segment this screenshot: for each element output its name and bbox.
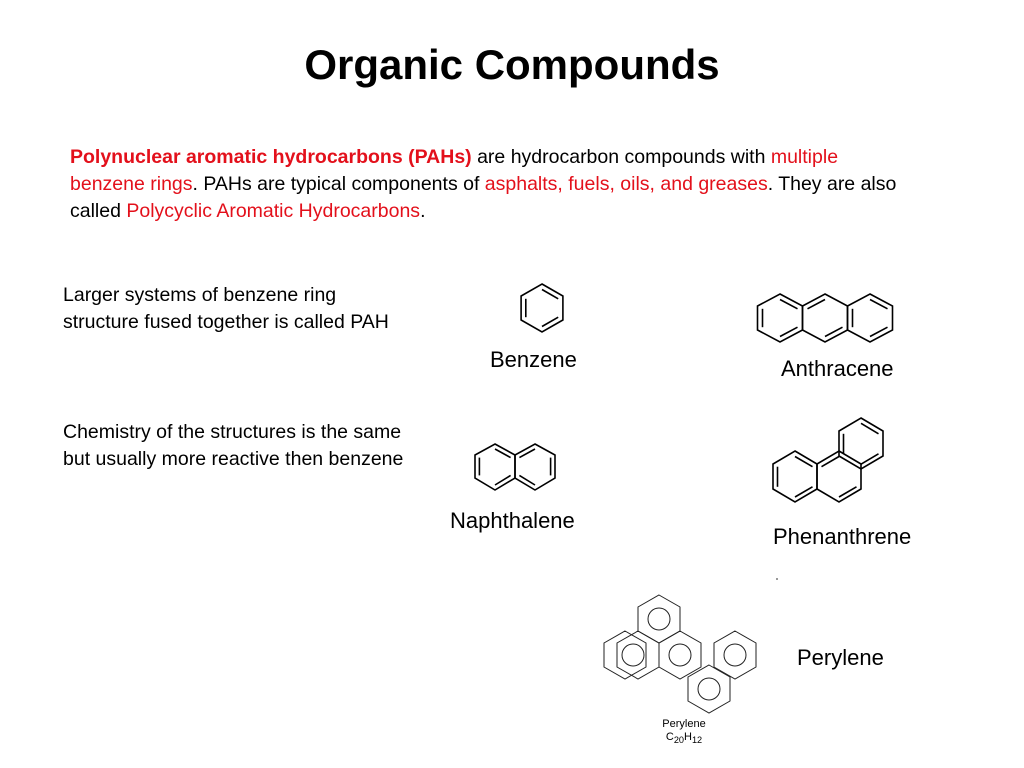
intro-text-1: are hydrocarbon compounds with (471, 146, 771, 168)
intro-text-2: . PAHs are typical components of (192, 173, 485, 195)
polycyclic-term: Polycyclic Aromatic Hydrocarbons (126, 200, 421, 222)
page-title: Organic Compounds (304, 41, 720, 88)
formula-hydrogen-count: 12 (691, 735, 703, 746)
anthracene-label: Anthracene (781, 356, 894, 381)
intro-text-4: . (420, 200, 426, 222)
phenanthrene-label: Phenanthrene (773, 524, 912, 549)
perylene-caption: Perylene C20H12 (644, 718, 724, 747)
pah-term: Polynuclear aromatic hydrocarbons (PAHs) (70, 146, 472, 168)
intro-text-3: . They are also called (70, 173, 897, 222)
intro-paragraph: Polynuclear aromatic hydrocarbons (PAHs)… (70, 144, 910, 225)
benzene-structure (520, 283, 564, 333)
naphthalene-label: Naphthalene (450, 508, 575, 533)
stray-mark (776, 578, 778, 580)
components-term: asphalts, fuels, oils, and greases (484, 173, 768, 195)
formula-carbon: C (665, 731, 674, 743)
note-chemistry: Chemistry of the structures is the same … (63, 421, 404, 470)
multiple-rings-term: multiple benzene rings (70, 146, 839, 195)
benzene-label: Benzene (490, 347, 577, 372)
perylene-formula: C20H12 (644, 731, 724, 747)
perylene-structure (603, 594, 757, 714)
perylene-caption-name: Perylene (662, 718, 706, 730)
perylene-label: Perylene (797, 645, 884, 670)
formula-carbon-count: 20 (673, 735, 684, 746)
naphthalene-structure (474, 443, 556, 491)
formula-hydrogen: H (684, 731, 692, 743)
note-larger-systems: Larger systems of benzene ring structure… (63, 284, 389, 333)
phenanthrene-structure (772, 417, 884, 503)
anthracene-structure (756, 293, 894, 343)
